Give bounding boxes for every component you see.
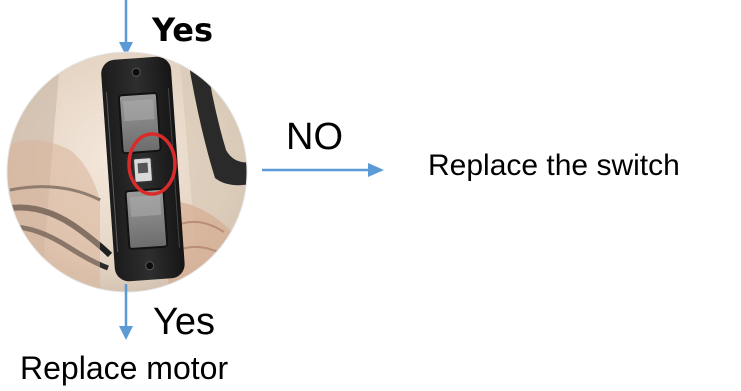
arrow-top [119,0,133,56]
replace-switch-label: Replace the switch [428,149,680,182]
red-circle-highlight [127,132,177,196]
replace-motor-label: Replace motor [20,350,229,386]
arrow-right [262,163,384,177]
bottom-answer-label: Yes [153,301,215,343]
side-answer-label: NO [286,116,343,158]
arrow-bottom [119,284,133,340]
top-answer-label: Yes [152,11,213,49]
